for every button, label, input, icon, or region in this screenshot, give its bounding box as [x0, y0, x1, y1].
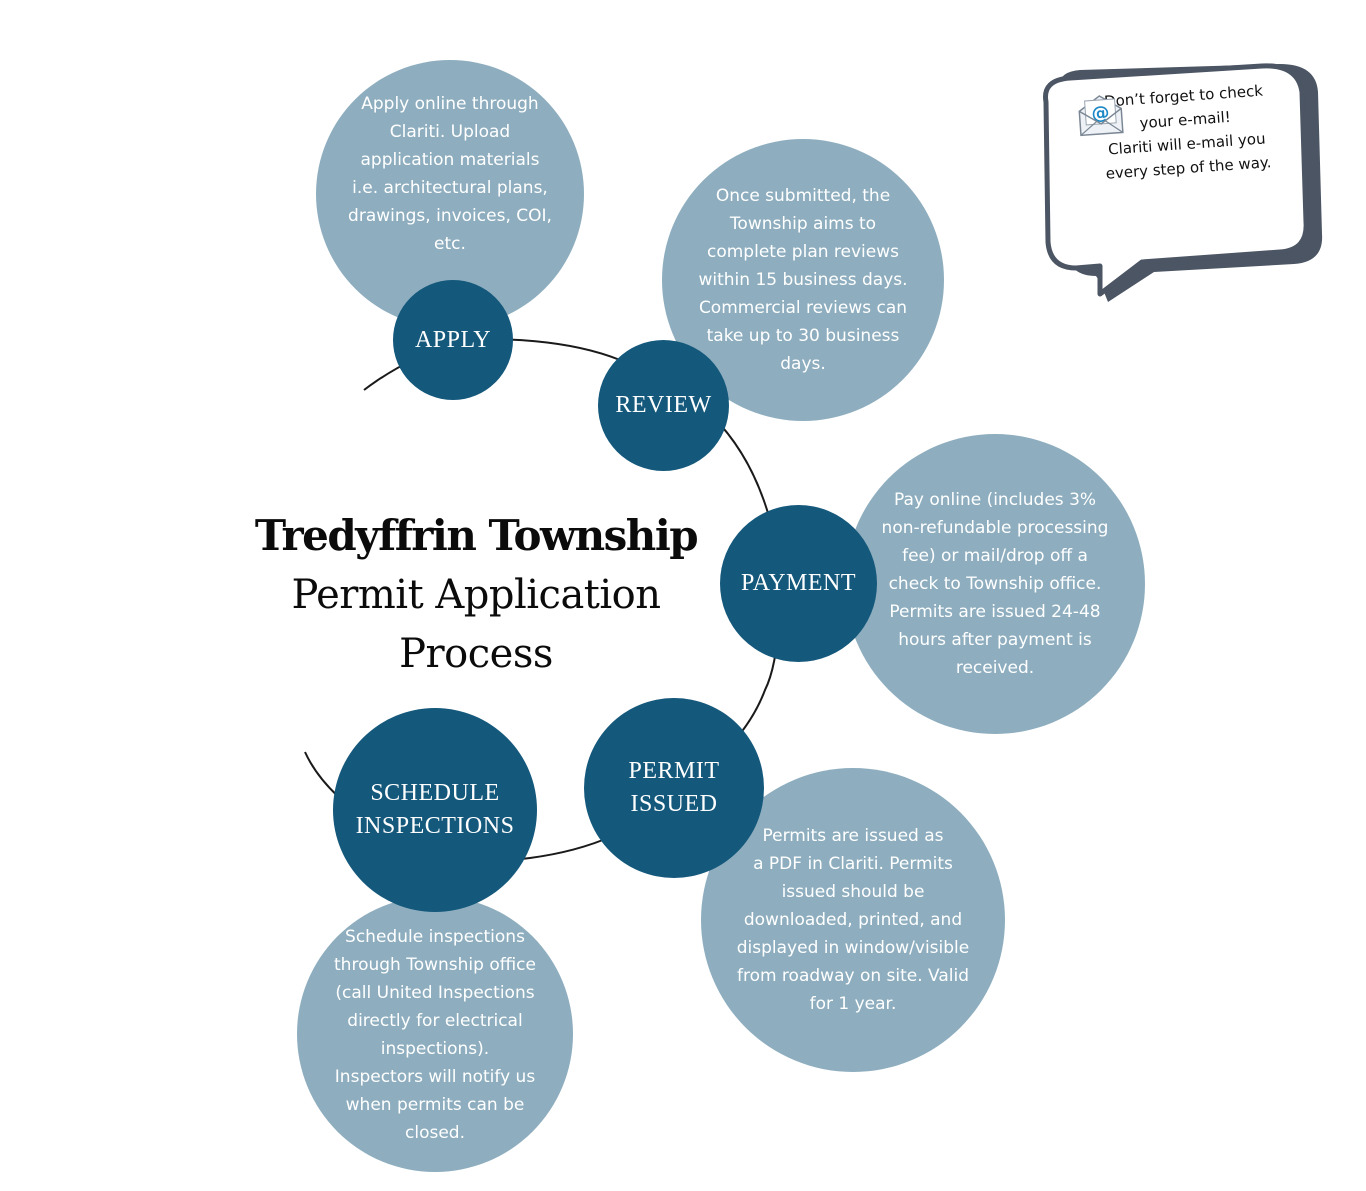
step-permit-issued: PERMIT ISSUED: [584, 698, 764, 878]
step-review-label: REVIEW: [615, 392, 712, 418]
review-detail-text: Once submitted, the Township aims to com…: [698, 186, 908, 374]
email-envelope-icon: @: [1078, 95, 1124, 137]
step-review: REVIEW: [598, 340, 729, 471]
step-schedule-inspections: SCHEDULE INSPECTIONS: [333, 708, 537, 912]
step-payment: PAYMENT: [720, 505, 877, 662]
step-apply: APPLY: [393, 280, 513, 400]
svg-text:@: @: [1091, 102, 1110, 124]
payment-detail-text: Pay online (includes 3% non-refundable p…: [881, 490, 1109, 678]
step-apply-label: APPLY: [414, 326, 492, 353]
schedule-inspections-detail-text: Schedule inspections through Township of…: [334, 927, 536, 1143]
email-reminder-callout: Don’t forget to check your e-mail! @ Cla…: [1036, 62, 1326, 307]
payment-detail-bubble: Pay online (includes 3% non-refundable p…: [845, 434, 1145, 734]
callout-text: Don’t forget to check your e-mail! @ Cla…: [1075, 77, 1297, 188]
permit-issued-detail-text: Permits are issued as a PDF in Clariti. …: [736, 826, 970, 1014]
step-permit-issued-label: PERMIT ISSUED: [628, 758, 720, 817]
step-schedule-inspections-label: SCHEDULE INSPECTIONS: [355, 780, 515, 839]
schedule-inspections-detail-bubble: Schedule inspections through Township of…: [297, 896, 573, 1172]
step-payment-label: PAYMENT: [740, 570, 857, 596]
apply-detail-text: Apply online through Clariti. Upload app…: [348, 94, 552, 254]
title-line-2: Permit Application Process: [291, 572, 661, 677]
title-line-1: Tredyffrin Township: [254, 511, 699, 560]
apply-detail-bubble: Apply online through Clariti. Upload app…: [316, 60, 584, 328]
permit-issued-detail-bubble: Permits are issued as a PDF in Clariti. …: [701, 768, 1005, 1072]
diagram-title: Tredyffrin Township Permit Application P…: [250, 506, 702, 684]
